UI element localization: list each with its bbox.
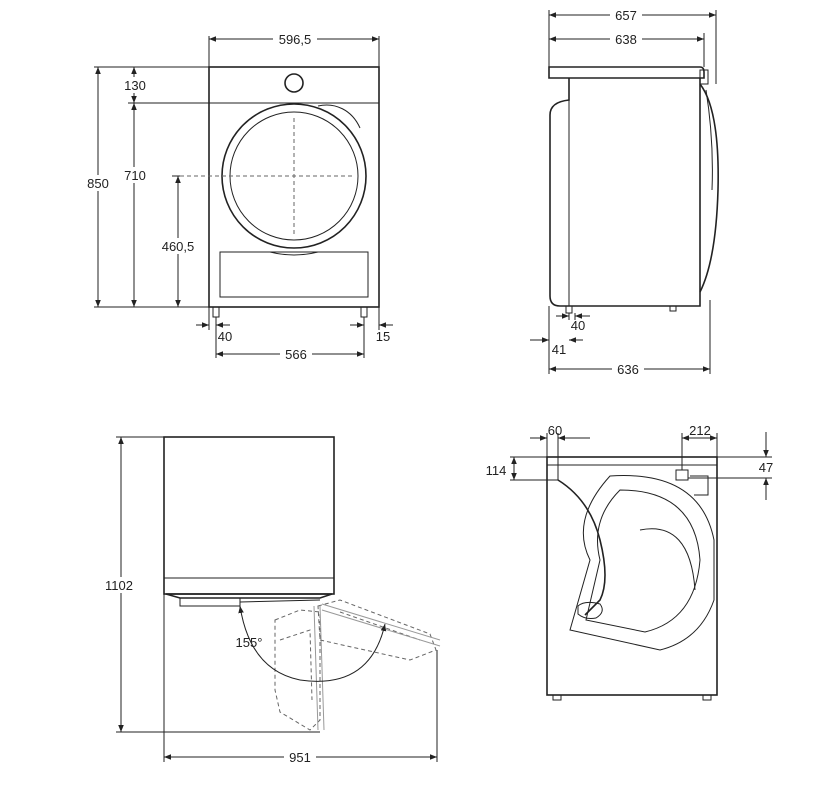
side-back-offset-label: 41 bbox=[552, 342, 566, 357]
front-door-center-label: 460,5 bbox=[162, 239, 195, 254]
control-knob-icon bbox=[284, 73, 304, 93]
side-foot-offset-label: 40 bbox=[571, 318, 585, 333]
side-base-depth-label: 636 bbox=[617, 362, 639, 377]
swing-height-label: 1102 bbox=[105, 578, 133, 593]
front-top-panel-label: 130 bbox=[124, 78, 146, 93]
back-right-offset-label: 212 bbox=[689, 423, 711, 438]
front-foot-right-label: 15 bbox=[376, 329, 390, 344]
back-view: 60 212 114 47 bbox=[486, 423, 773, 701]
door-angle-label: 155° bbox=[236, 635, 263, 650]
front-door-height-label: 710 bbox=[124, 168, 146, 183]
water-outlet bbox=[675, 469, 689, 481]
side-view: 657 638 40 41 636 bbox=[530, 7, 719, 377]
side-total-depth-label: 657 bbox=[615, 8, 637, 23]
side-body bbox=[549, 78, 701, 307]
front-view: 596,5 850 130 710 460,5 40 15 bbox=[84, 31, 393, 362]
front-foot-left-label: 40 bbox=[218, 329, 232, 344]
swing-depth-label: 951 bbox=[289, 750, 311, 765]
drain-hose bbox=[557, 479, 606, 616]
back-left-offset-label: 60 bbox=[548, 423, 562, 438]
front-width-label: 596,5 bbox=[279, 32, 312, 47]
back-left-height-label: 114 bbox=[486, 463, 507, 478]
front-body bbox=[208, 66, 380, 308]
back-right-height-label: 47 bbox=[759, 460, 773, 475]
filter-drawer bbox=[219, 251, 369, 298]
front-total-height-label: 850 bbox=[87, 176, 109, 191]
front-foot-span-label: 566 bbox=[285, 347, 307, 362]
door-swing-view: 155° 1102 951 bbox=[101, 436, 441, 765]
side-body-depth-label: 638 bbox=[615, 32, 637, 47]
back-body bbox=[546, 456, 718, 696]
swing-body bbox=[163, 436, 335, 595]
